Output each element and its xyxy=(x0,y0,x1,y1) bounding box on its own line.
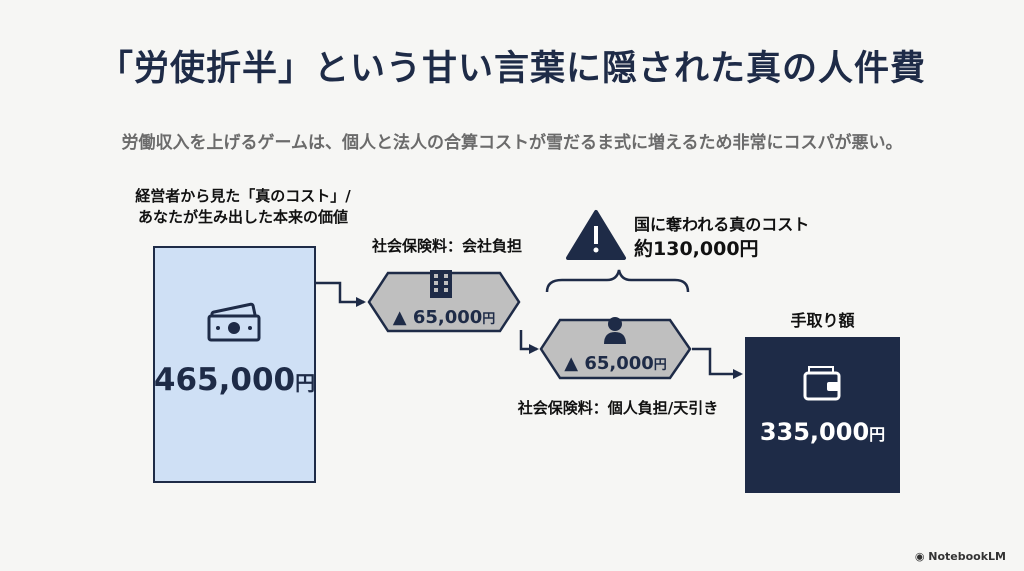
flow-arrow-employer-to-employee xyxy=(519,330,539,354)
page-title: 「労使折半」という甘い言葉に隠された真の人件費 xyxy=(97,49,926,89)
gross-amount: 465,000円 xyxy=(153,362,316,398)
net-amount-value: 335,000 xyxy=(759,418,870,446)
state-take-label-line2: 約130,000円 xyxy=(634,238,759,260)
employer-insurance-hexagon xyxy=(367,271,521,333)
notebooklm-logo-icon: ◉ xyxy=(914,550,929,563)
net-value-box xyxy=(745,337,900,493)
gross-label-line1: 経営者から見た「真のコスト」/ xyxy=(135,187,351,205)
net-amount-unit: 円 xyxy=(869,425,886,444)
gross-amount-value: 465,000 xyxy=(153,362,296,398)
page-subtitle: 労働収入を上げるゲームは、個人と法人の合算コストが雪だるま式に増えるため非常にコ… xyxy=(121,133,903,153)
footer-brand: ◉ NotebookLM xyxy=(915,550,1006,563)
person-icon xyxy=(604,317,626,344)
net-label: 手取り額 xyxy=(790,311,855,330)
warning-icon xyxy=(566,210,626,260)
employee-insurance-label: 社会保険料：個人負担/天引き xyxy=(517,399,719,417)
employer-insurance-amount-unit: 円 xyxy=(482,312,496,327)
gross-label: 経営者から見た「真のコスト」/ あなたが生み出した本来の価値 xyxy=(118,186,368,228)
gross-label-line2: あなたが生み出した本来の価値 xyxy=(137,208,348,226)
state-take-label-line1: 国に奪われる真のコスト xyxy=(634,215,810,234)
gross-value-box xyxy=(153,246,316,483)
flow-arrow-gross-to-employer xyxy=(316,281,366,307)
state-take-bracket xyxy=(545,269,690,293)
employer-insurance-label: 社会保険料：会社負担 xyxy=(371,237,522,255)
building-icon xyxy=(430,270,452,298)
employee-insurance-amount-unit: 円 xyxy=(653,358,667,373)
employer-insurance-amount-value: ▲ 65,000 xyxy=(392,307,483,328)
employee-insurance-amount: ▲ 65,000円 xyxy=(541,353,690,374)
cash-icon xyxy=(207,302,261,342)
flow-arrow-employee-to-net xyxy=(692,347,743,379)
employer-insurance-amount: ▲ 65,000円 xyxy=(369,307,519,328)
net-amount: 335,000円 xyxy=(745,418,900,446)
employee-insurance-hexagon xyxy=(539,318,692,380)
state-take-label: 国に奪われる真のコスト 約130,000円 xyxy=(634,213,824,261)
footer-brand-text: NotebookLM xyxy=(928,550,1006,563)
gross-amount-unit: 円 xyxy=(295,371,316,395)
employee-insurance-amount-value: ▲ 65,000 xyxy=(564,353,654,374)
